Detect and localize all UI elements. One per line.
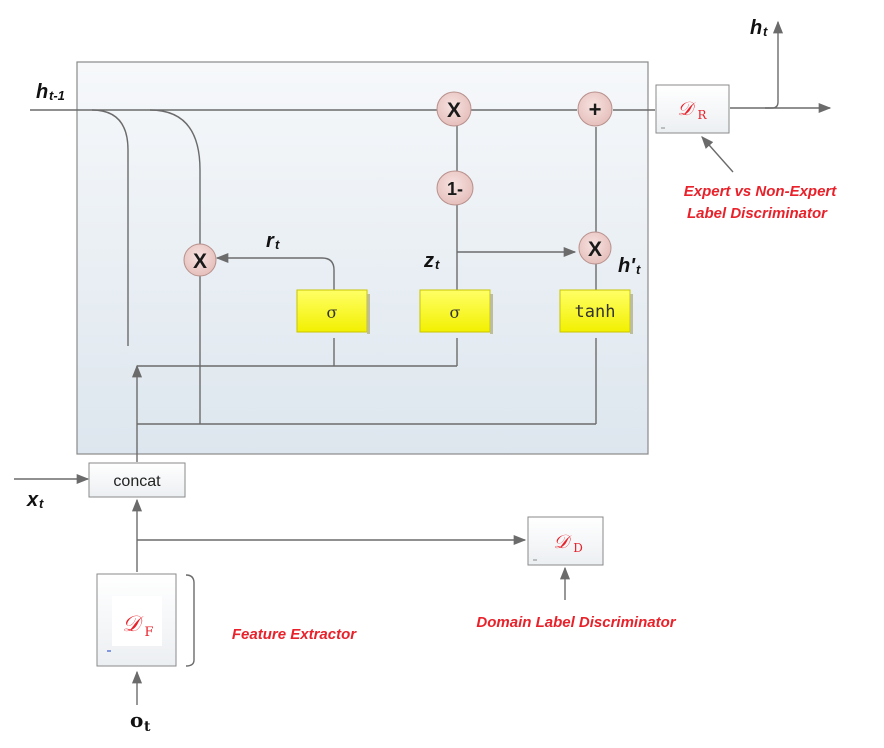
label-h-prev: h t-1: [36, 81, 65, 103]
discriminator-r-box: 𝒟 R: [655, 84, 730, 134]
op-add: +: [577, 91, 613, 127]
op-add-label: +: [589, 97, 602, 122]
svg-text:o: o: [130, 708, 143, 732]
concat-label: concat: [113, 473, 161, 490]
gate-sigma-reset-label: σ: [327, 303, 338, 322]
svg-text:t: t: [435, 257, 440, 272]
op-one-minus: 1-: [436, 170, 474, 206]
op-multiply-reset: X: [183, 243, 217, 277]
gate-sigma-update: σ: [419, 289, 493, 334]
label-o-in: o t: [130, 708, 151, 735]
svg-text:h: h: [36, 81, 48, 103]
gate-tanh-label: tanh: [575, 302, 616, 322]
gru-cell-panel: [76, 61, 649, 455]
svg-text:r: r: [266, 230, 275, 252]
svg-text:Label Discriminator: Label Discriminator: [687, 205, 828, 222]
discriminator-f-sub: F: [144, 625, 153, 640]
label-x-in: x t: [26, 489, 44, 511]
label-h-out: h t: [750, 17, 768, 39]
gate-sigma-update-label: σ: [450, 303, 461, 322]
concat-box: concat: [88, 462, 186, 498]
discriminator-d-box: 𝒟 D: [527, 516, 604, 566]
svg-text:t: t: [636, 262, 641, 277]
svg-text:t: t: [144, 719, 151, 735]
discriminator-d-symbol: 𝒟: [553, 531, 572, 553]
op-one-minus-label: 1-: [447, 179, 463, 199]
annotation-feature: Feature Extractor: [232, 626, 357, 643]
op-multiply-candidate: X: [578, 231, 612, 265]
svg-text:t-1: t-1: [49, 88, 65, 103]
gate-tanh: tanh: [559, 289, 633, 334]
svg-text:t: t: [275, 237, 280, 252]
discriminator-f-box: 𝒟 F: [96, 573, 177, 667]
discriminator-f-symbol: 𝒟: [122, 612, 144, 637]
svg-text:t: t: [763, 24, 768, 39]
svg-text:Expert vs Non-Expert: Expert vs Non-Expert: [684, 183, 838, 200]
annotation-domain: Domain Label Discriminator: [476, 614, 676, 631]
svg-text:x: x: [26, 489, 39, 511]
op-multiply-update-label: X: [447, 99, 461, 122]
svg-text:h: h: [750, 17, 762, 39]
discriminator-r-symbol: 𝒟: [677, 98, 696, 120]
connections: [14, 20, 832, 705]
op-multiply-update: X: [436, 91, 472, 127]
label-h-candidate: h' t: [618, 255, 641, 277]
discriminator-d-sub: D: [573, 541, 583, 555]
discriminator-r-sub: R: [697, 108, 707, 122]
annotation-expert: Expert vs Non-Expert Label Discriminator: [684, 183, 838, 222]
svg-text:t: t: [39, 496, 44, 511]
svg-text:h': h': [618, 255, 636, 277]
gate-sigma-reset: σ: [296, 289, 370, 334]
op-multiply-reset-label: X: [193, 250, 207, 273]
label-r-gate: r t: [266, 230, 280, 252]
op-multiply-candidate-label: X: [588, 238, 602, 261]
label-z-gate: z t: [423, 250, 440, 272]
svg-text:z: z: [423, 250, 434, 272]
